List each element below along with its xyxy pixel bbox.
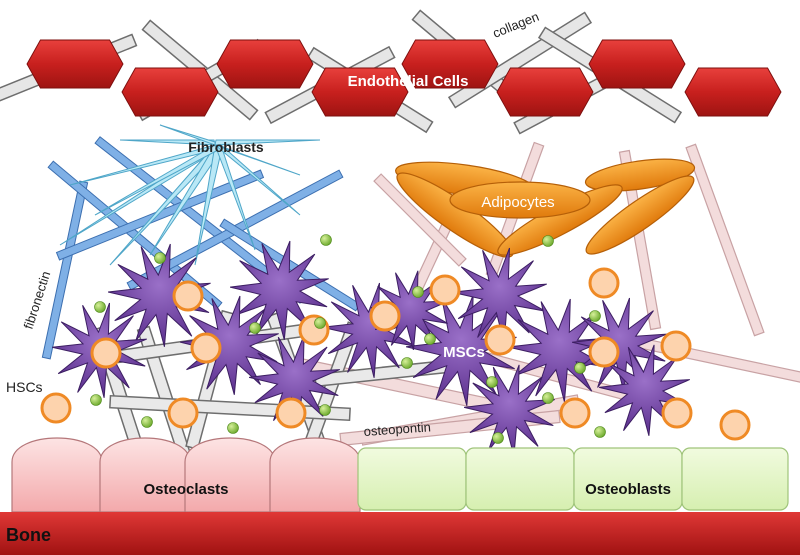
signaling-dot — [412, 286, 424, 298]
signaling-dot — [249, 322, 261, 334]
mscs — [51, 240, 690, 456]
hscs-label: HSCs — [6, 379, 43, 395]
msc-cell — [451, 247, 547, 343]
signaling-dot — [314, 317, 326, 329]
msc-cell — [598, 344, 690, 436]
osteoclasts — [11, 437, 361, 513]
signaling-dot — [542, 392, 554, 404]
hsc-cell — [559, 397, 591, 429]
signaling-dot — [594, 426, 606, 438]
signaling-dot — [542, 235, 554, 247]
osteopontin-label: osteopontin — [363, 419, 431, 439]
hsc-cell — [660, 330, 692, 362]
signaling-dot — [424, 333, 436, 345]
hsc-cell — [190, 332, 222, 364]
mscs-label: MSCs — [443, 344, 485, 361]
osteoblasts-label: Osteoblasts — [585, 481, 671, 498]
adipocytes — [395, 158, 696, 258]
hsc-cell — [719, 409, 751, 441]
bone-layer — [0, 512, 800, 555]
hsc-cell — [369, 300, 401, 332]
signaling-dot — [90, 394, 102, 406]
osteoblasts — [357, 447, 789, 511]
hsc-cell — [661, 397, 693, 429]
msc-cell — [107, 243, 211, 347]
signaling-dot — [486, 376, 498, 388]
adipocytes-label: Adipocytes — [481, 194, 554, 211]
msc-cell — [571, 297, 667, 393]
signaling-dot — [227, 422, 239, 434]
signaling-dot — [401, 357, 413, 369]
hsc-cell — [588, 267, 620, 299]
endothelial-cells-label: Endothelial Cells — [348, 73, 469, 90]
msc-cell — [179, 295, 279, 395]
signaling-dot — [141, 416, 153, 428]
bone-label: Bone — [6, 525, 51, 545]
hsc-cell — [172, 280, 204, 312]
collagen-label: collagen — [491, 9, 542, 41]
hsc-cell — [588, 336, 620, 368]
hsc-cell — [429, 274, 461, 306]
fibroblasts-label: Fibroblasts — [188, 139, 264, 155]
hscs — [40, 267, 751, 441]
signaling-dot — [319, 404, 331, 416]
hsc-cell — [167, 397, 199, 429]
hsc-cell — [40, 392, 72, 424]
osteoclasts-label: Osteoclasts — [143, 481, 228, 498]
signaling-dot — [574, 362, 586, 374]
signaling-dot — [589, 310, 601, 322]
signaling-dot — [94, 301, 106, 313]
hsc-cell — [275, 397, 307, 429]
hsc-cell — [90, 337, 122, 369]
signaling-molecules — [90, 234, 606, 444]
hsc-cell — [484, 324, 516, 356]
signaling-dot — [154, 252, 166, 264]
fibroblasts — [59, 124, 321, 266]
msc-cell — [229, 240, 329, 340]
signaling-dot — [492, 432, 504, 444]
fibronectin-label: fibronectin — [21, 269, 54, 331]
signaling-dot — [320, 234, 332, 246]
